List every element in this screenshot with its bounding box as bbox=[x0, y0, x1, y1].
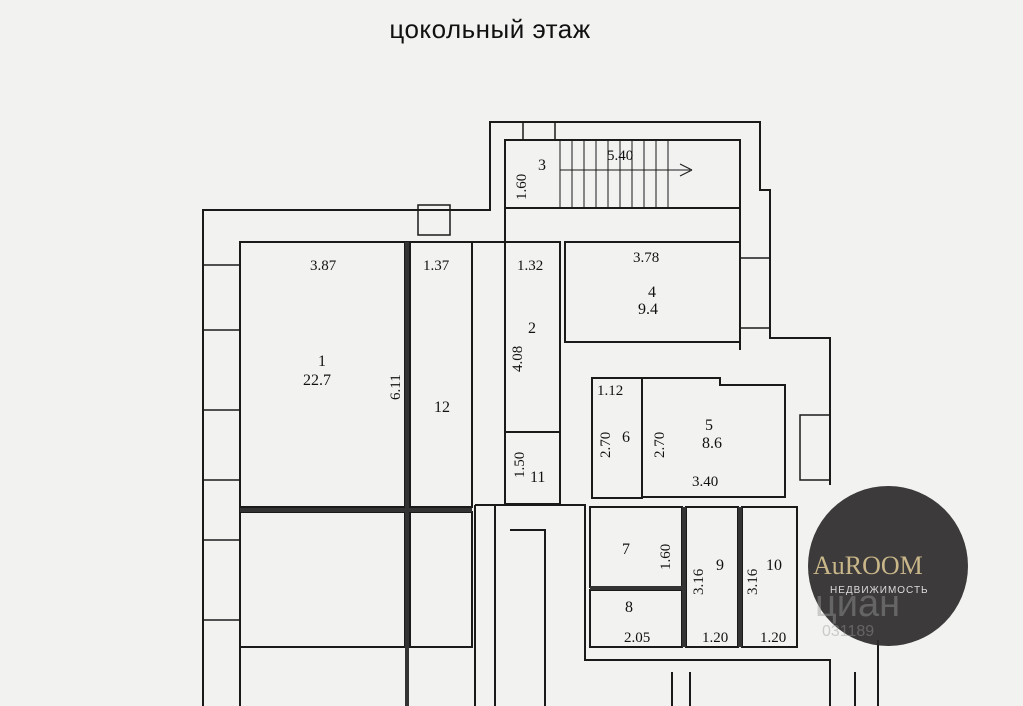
dimension-label: 1.20 bbox=[760, 630, 786, 646]
window-right-1 bbox=[739, 257, 771, 329]
room-7-number: 7 bbox=[622, 541, 630, 558]
dimension-label: 3.40 bbox=[692, 474, 718, 490]
window-left-1 bbox=[202, 264, 241, 331]
room-3-number: 3 bbox=[538, 157, 546, 174]
lower-corridor-inner bbox=[510, 529, 546, 706]
room-10-number: 10 bbox=[766, 557, 782, 574]
outer-wall bbox=[202, 121, 831, 706]
room-9-number: 9 bbox=[716, 557, 724, 574]
watermark-ghost-brand: циан bbox=[815, 583, 900, 625]
window-top-1 bbox=[417, 204, 451, 236]
outer-wall-inner bbox=[239, 139, 741, 706]
dimension-label: 1.60 bbox=[514, 174, 530, 200]
dimension-label: 6.11 bbox=[388, 374, 404, 400]
room-4-number: 4 bbox=[648, 284, 656, 301]
dimension-label: 1.32 bbox=[517, 258, 543, 274]
room-lower-mid-outline bbox=[409, 511, 473, 648]
window-left-2 bbox=[202, 409, 241, 481]
dimension-label: 5.40 bbox=[607, 148, 633, 164]
watermark-ghost-id: 031189 bbox=[822, 623, 874, 640]
room-lower-left-outline bbox=[239, 511, 406, 648]
dimension-label: 1.60 bbox=[658, 544, 674, 570]
plan-title: цокольный этаж bbox=[389, 14, 591, 44]
room-2-number: 2 bbox=[528, 320, 536, 337]
dimension-label: 3.16 bbox=[745, 568, 761, 595]
dimension-label: 2.70 bbox=[652, 432, 668, 458]
room-5-area: 8.6 bbox=[702, 435, 722, 452]
room-12-outline bbox=[409, 241, 473, 508]
dimension-label: 3.78 bbox=[633, 250, 659, 266]
room-5-number: 5 bbox=[705, 417, 713, 434]
dimension-label: 4.08 bbox=[510, 346, 526, 372]
lower-corridor bbox=[475, 504, 831, 706]
room-6-number: 6 bbox=[622, 429, 630, 446]
dimension-label: 3.16 bbox=[691, 568, 707, 595]
watermark-circle bbox=[808, 486, 968, 646]
dimension-label: 1.50 bbox=[512, 452, 528, 478]
window-top-2 bbox=[522, 121, 556, 141]
dimension-label: 1.20 bbox=[702, 630, 728, 646]
room-8-number: 8 bbox=[625, 599, 633, 616]
room-12-number: 12 bbox=[434, 399, 450, 416]
dimension-label: 2.05 bbox=[624, 630, 650, 646]
dimension-label: 1.12 bbox=[597, 383, 623, 399]
window-left-3 bbox=[202, 539, 241, 621]
room-6-outline bbox=[591, 377, 643, 499]
room-1-number: 1 bbox=[318, 353, 326, 370]
watermark-subtitle: НЕДВИЖИМОСТЬ bbox=[830, 585, 929, 596]
dimension-label: 1.37 bbox=[423, 258, 450, 274]
window-right-2 bbox=[799, 414, 831, 481]
room-11-number: 11 bbox=[530, 469, 545, 486]
watermark-brand: AuROOM bbox=[813, 551, 923, 580]
room-1-area: 22.7 bbox=[303, 372, 331, 389]
dimension-label: 2.70 bbox=[598, 432, 614, 458]
room-3-outline bbox=[504, 139, 741, 209]
dimension-label: 3.87 bbox=[310, 258, 337, 274]
room-4-area: 9.4 bbox=[638, 301, 658, 318]
watermark: AuROOM НЕДВИЖИМОСТЬ циан 031189 bbox=[808, 486, 968, 646]
